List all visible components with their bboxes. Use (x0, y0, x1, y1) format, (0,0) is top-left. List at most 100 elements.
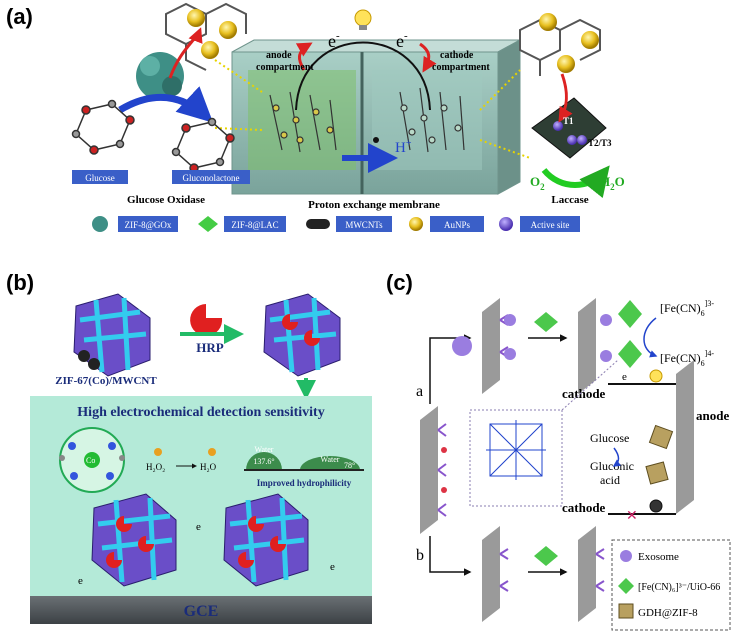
electrode-a2 (578, 298, 596, 394)
external-circuit-wire (295, 41, 431, 111)
water-label-2: Water (321, 455, 340, 464)
h2o-label: H₂O (200, 462, 217, 472)
legend-active-site: Active site (531, 220, 570, 230)
active-site-icon (499, 217, 513, 231)
anode-nanotube-cluster (269, 91, 337, 153)
legend-zif8-gox: ZIF-8@GOx (125, 220, 172, 230)
active-site-t2t3 (567, 135, 577, 145)
gdh-zif8-cluster (645, 424, 674, 485)
legend-gdh: GDH@ZIF-8 (638, 607, 698, 619)
legend-aunps: AuNPs (444, 220, 471, 230)
o2-label: O2 (530, 174, 545, 192)
active-site-t2t3 (577, 135, 587, 145)
panel-b: (b) HRP ZIF-67(Co)/MWCNT High electroche… (6, 270, 372, 624)
electrode-b2 (578, 526, 596, 622)
oxidation-arrow (118, 86, 214, 123)
bulb-on-icon (649, 369, 663, 383)
zif8-lac-icon (198, 216, 218, 232)
reduction-arrow (541, 165, 610, 199)
electron-label-c: e (622, 371, 627, 383)
anode-electrode (248, 70, 356, 170)
mof-cnt-composite-right (263, 293, 341, 377)
acid-label: acid (600, 473, 620, 487)
panel-a-legend: ZIF-8@GOx ZIF-8@LAC MWCNTs AuNPs Active … (92, 216, 580, 232)
cathode-nanotube-cluster (399, 87, 465, 153)
electron-label-b1: e (196, 521, 201, 533)
mof-cnt-composite-left (73, 293, 151, 377)
hrp-enzyme-icon (190, 304, 223, 336)
panel-c: (c) a b [Fe(CN)6]3- [Fe(CN)6]4- catho (386, 270, 731, 631)
electrode-initial (420, 406, 438, 534)
fe3-label: [Fe(CN)6]3- (660, 299, 714, 318)
sensor-composite-left (91, 493, 177, 587)
light-bulb-icon (354, 9, 372, 30)
cathode-label-bottom: cathode (562, 500, 606, 515)
electron-right-label: e- (396, 30, 408, 51)
branch-a-label: a (416, 383, 423, 400)
headline: High electrochemical detection sensitivi… (77, 405, 324, 420)
membrane-label: Proton exchange membrane (308, 199, 440, 211)
glucose-oxidase-enzyme (136, 52, 184, 100)
anode-label: anode (696, 408, 729, 423)
panel-c-label: (c) (386, 270, 413, 295)
legend-exosome: Exosome (638, 551, 679, 563)
gold-nanoparticle (187, 9, 205, 27)
gluconolactone-box (172, 170, 250, 184)
exosome-legend-icon (620, 550, 632, 562)
electron-label-b3: e (78, 575, 83, 587)
glucose-label: Glucose (590, 431, 629, 445)
h2o2-label: H₂O₂ (146, 462, 165, 472)
laccase-label: Laccase (551, 194, 588, 206)
cathode-label-top: cathode (562, 386, 606, 401)
active-site-t1 (553, 121, 563, 131)
gluconolactone-molecule (171, 117, 235, 173)
gluconic-label: Gluconic (590, 459, 634, 473)
h2o-label: H2O (600, 174, 625, 192)
cross-icon: ✕ (626, 507, 638, 523)
legend-zif8-lac: ZIF-8@LAC (231, 220, 278, 230)
electrode-anode (676, 360, 694, 514)
proton-label: H+ (395, 138, 412, 156)
mwcnt-icon (306, 219, 330, 229)
t2t3-label: T2/T3 (588, 138, 612, 148)
angle-label-2: 78° (344, 461, 355, 470)
panel-a-label: (a) (6, 4, 33, 29)
gce-label: GCE (184, 603, 219, 620)
sensing-panel (30, 396, 372, 596)
cobalt-coordination: Co (59, 427, 125, 493)
laccase-enzyme (531, 97, 607, 159)
electron-left-label: e- (328, 30, 340, 51)
water-label-1: Water (255, 445, 274, 454)
panel-b-label: (b) (6, 270, 34, 295)
gdh-legend-icon (618, 603, 634, 619)
hrp-label: HRP (196, 340, 224, 355)
gce-electrode (30, 596, 372, 624)
contact-angle-137: Water 137.6° (246, 445, 282, 470)
gold-nanoparticle (581, 31, 599, 49)
glucose-box (72, 170, 128, 184)
electrode-a1 (482, 298, 500, 394)
uio66-legend-icon (618, 578, 634, 594)
legend-uio66: [Fe(CN)₆]³⁻/UiO-66 (638, 582, 720, 593)
aunp-icon (409, 217, 423, 231)
gold-nanoparticle (539, 13, 557, 31)
electrode-b1 (482, 526, 500, 622)
gluconolactone-box-text: Gluconolactone (183, 173, 240, 183)
gold-nanoparticle (219, 21, 237, 39)
octahedron-icon (534, 312, 558, 332)
legend-mwcnts: MWCNTs (345, 220, 383, 230)
bulb-off-icon (649, 499, 663, 513)
zif8-gox-icon (92, 216, 108, 232)
exosome-icon (452, 336, 472, 356)
angle-label-1: 137.6° (253, 457, 274, 466)
mof-label: ZIF-67(Co)/MWCNT (55, 375, 157, 387)
glucose-box-text: Glucose (85, 173, 115, 183)
branch-b-label: b (416, 547, 424, 564)
electron-label-b2: e (330, 561, 335, 573)
contact-angle-78: Water 78° (300, 455, 360, 470)
t1-label: T1 (563, 116, 574, 126)
